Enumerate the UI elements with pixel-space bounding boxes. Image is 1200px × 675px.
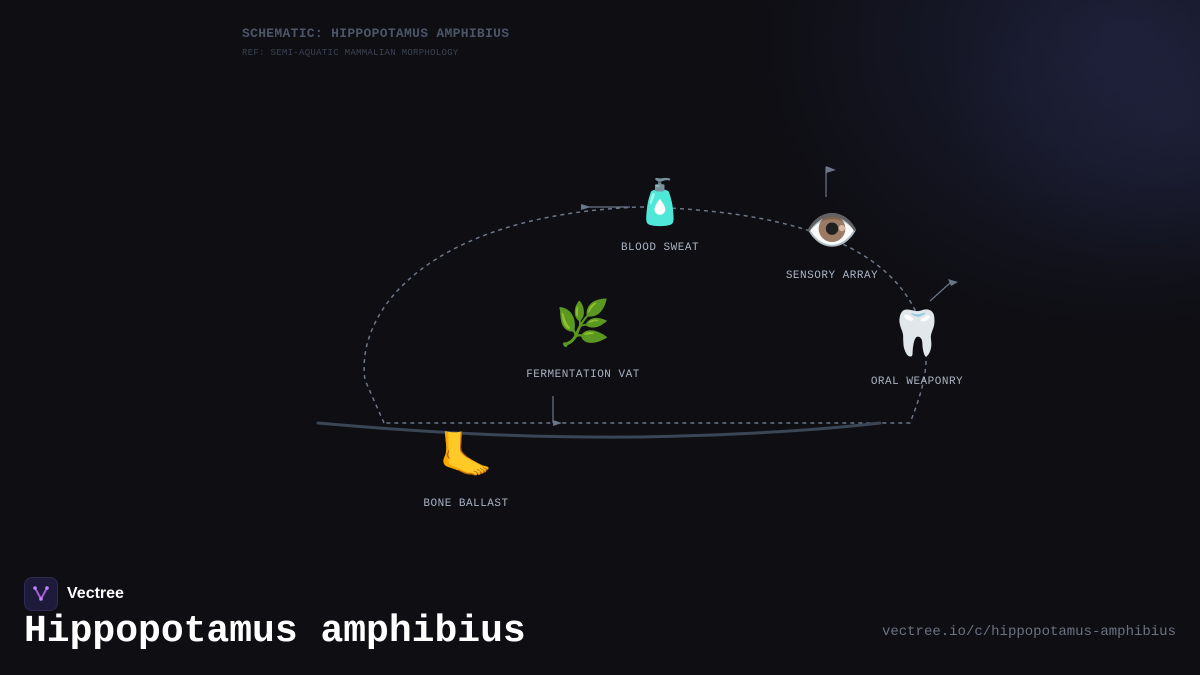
node-label-bone-ballast: BONE BALLAST [423,498,509,510]
brand[interactable]: Vectree [24,577,124,611]
node-label-oral-weaponry: ORAL WEAPONRY [870,376,964,388]
species-name: Hippopotamus amphibius [24,610,526,653]
eye-icon: 👁️ [804,205,860,256]
vectree-logo-icon [24,577,58,611]
herb-icon: 🌿 [555,298,611,349]
node-oral-weaponry: 🦷 ORAL WEAPONRY [870,308,964,389]
schematic-reference: REF: SEMI-AQUATIC MAMMALIAN MORPHOLOGY [242,48,459,58]
schematic-title: SCHEMATIC: HIPPOPOTAMUS AMPHIBIUS [242,26,510,41]
node-bone-ballast: 🦶 BONE BALLAST [423,430,509,511]
tooth-icon: 🦷 [889,308,945,359]
lotion-bottle-icon: 🧴 [632,177,688,228]
arrowhead-blood-sweat [581,204,591,210]
arrowhead-bottom [553,420,562,426]
brand-name: Vectree [67,585,124,602]
foot-icon: 🦶 [438,430,494,481]
page-url[interactable]: vectree.io/c/hippopotamus-amphibius [881,624,1176,640]
node-fermentation-vat: 🌿 FERMENTATION VAT [526,298,640,382]
body-outline [363,206,927,424]
node-blood-sweat: 🧴 BLOOD SWEAT [620,177,700,255]
waterline [316,421,882,439]
arrow-oral-weaponry [929,282,951,302]
arrowhead-oral-weaponry [948,279,958,286]
node-label-blood-sweat: BLOOD SWEAT [620,242,700,254]
node-sensory-array: 👁️ SENSORY ARRAY [785,205,879,283]
node-label-fermentation-vat: FERMENTATION VAT [526,369,640,381]
node-label-sensory-array: SENSORY ARRAY [785,270,879,282]
flag-sensory [826,166,836,173]
